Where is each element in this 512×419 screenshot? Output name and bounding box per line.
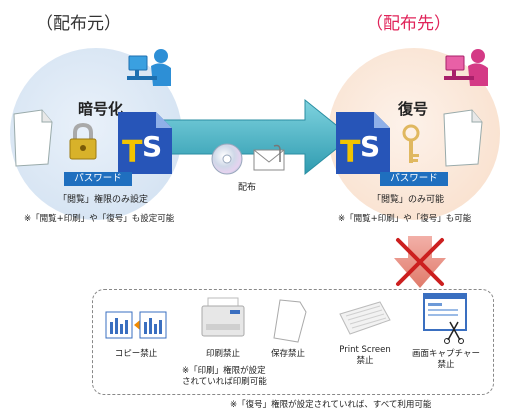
footer-note: ※「復号」権限が設定されていれば、すべて利用可能 (230, 400, 432, 410)
email-attachment-icon (253, 144, 285, 171)
distribution-label: 配布 (238, 183, 257, 193)
decrypt-label: 復号 (398, 100, 429, 118)
restrictions-panel (92, 289, 494, 395)
restriction-label-print: 印刷禁止 (205, 349, 240, 359)
destination-note-sub: ※「閲覧+印刷」や「復号」も可能 (338, 214, 472, 224)
svg-text:S: S (360, 130, 380, 163)
file-icon (273, 299, 307, 343)
ts-file-icon: T S (118, 112, 172, 174)
copy-pages-icon (105, 311, 167, 339)
distribution-arrow (155, 98, 352, 176)
user-at-computer-icon (444, 49, 488, 86)
restriction-label-printscreen: Print Screen 禁止 (339, 345, 391, 366)
svg-text:S: S (142, 130, 162, 163)
denied-arrow-icon (394, 236, 446, 288)
ts-file-icon: T S (336, 112, 390, 174)
svg-text:T: T (122, 135, 143, 170)
source-note-sub: ※「閲覧+印刷」や「復号」も設定可能 (24, 214, 175, 224)
encrypt-label: 暗号化 (78, 100, 124, 118)
restriction-label-capture: 画面キャプチャー 禁止 (412, 349, 480, 370)
screen-capture-icon (423, 293, 467, 344)
restriction-label-copy: コピー禁止 (114, 349, 158, 359)
keyboard-icon (339, 301, 391, 335)
destination-note-main: 「閲覧」のみ可能 (372, 195, 445, 205)
destination-password-bar: パスワード (380, 172, 448, 186)
source-password-bar: パスワード (64, 172, 132, 186)
cd-disc-icon (211, 143, 243, 175)
printer-icon (201, 297, 245, 337)
padlock-icon (69, 122, 97, 160)
source-note-main: 「閲覧」権限のみ設定 (58, 195, 149, 205)
document-icon (443, 109, 483, 167)
source-title: （配布元） (36, 14, 121, 34)
key-icon (402, 124, 420, 163)
user-at-computer-icon (127, 49, 171, 86)
destination-title: （配布先） (366, 14, 451, 34)
print-permission-note: ※「印刷」権限が設定 されていれば印刷可能 (182, 366, 267, 387)
restriction-label-save: 保存禁止 (270, 349, 305, 359)
svg-text:T: T (340, 135, 361, 170)
document-icon (13, 109, 53, 167)
